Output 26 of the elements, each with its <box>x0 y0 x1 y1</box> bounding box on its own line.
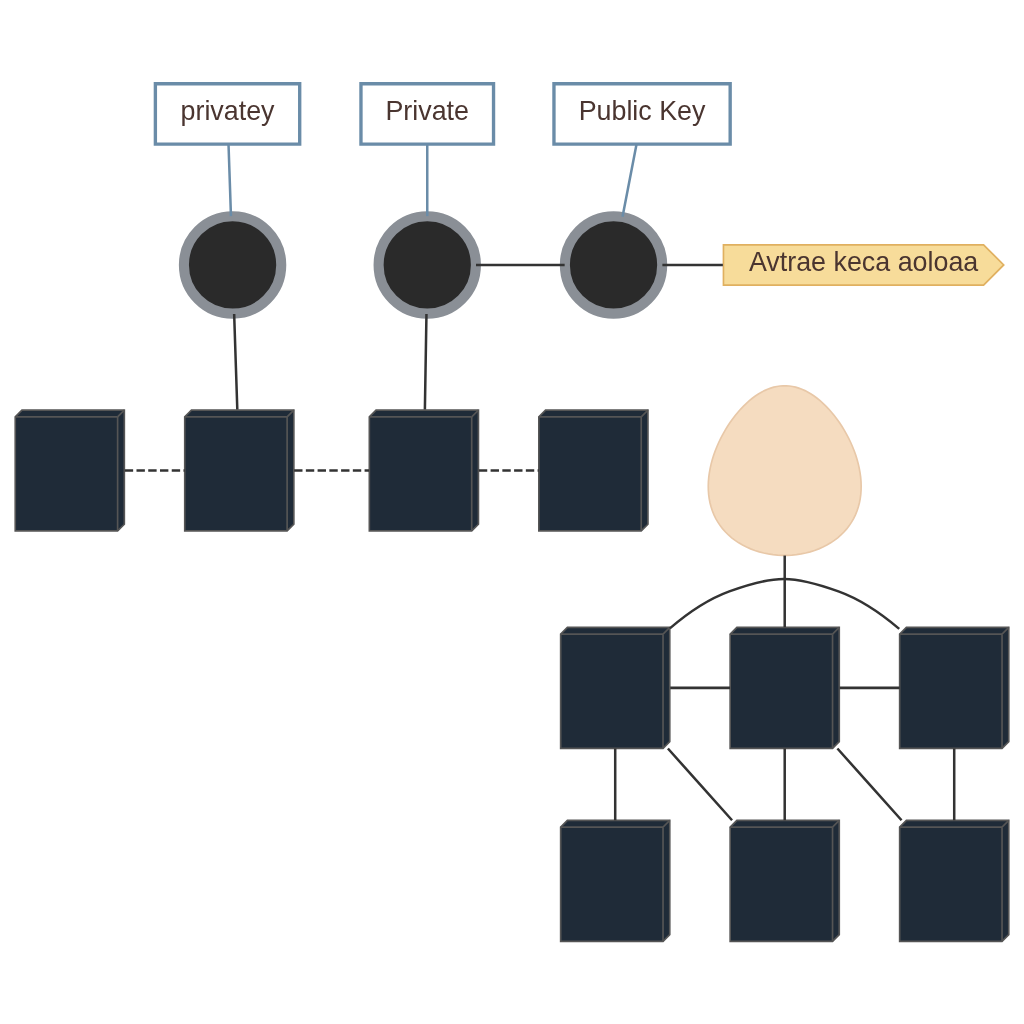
connector <box>662 263 723 266</box>
node-circle <box>559 210 668 319</box>
connector <box>423 313 428 409</box>
node-circle <box>373 210 481 319</box>
connector <box>124 468 185 472</box>
connector <box>839 686 900 689</box>
connector <box>670 686 731 689</box>
connector <box>783 555 786 627</box>
connector <box>666 747 733 821</box>
connector <box>227 144 233 216</box>
connector <box>613 748 617 820</box>
connector <box>426 144 429 216</box>
node-box: Private <box>359 81 496 146</box>
connector <box>476 263 565 266</box>
connector <box>952 748 956 820</box>
node-box: privatey <box>153 81 302 146</box>
connector <box>783 748 786 820</box>
node-circle <box>178 210 287 319</box>
node-picture <box>707 384 862 556</box>
connector <box>836 747 903 821</box>
connector <box>669 577 901 630</box>
connector <box>621 144 638 217</box>
connector <box>294 468 370 472</box>
node-box: Public Key <box>552 81 732 146</box>
connector <box>478 468 539 472</box>
connector <box>232 313 239 409</box>
